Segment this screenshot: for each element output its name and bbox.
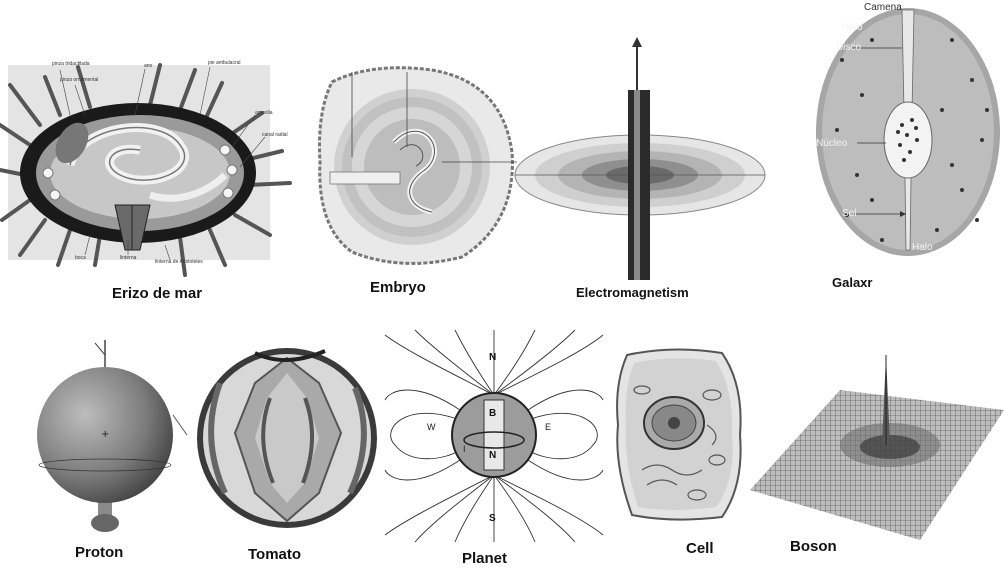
galaxy-label-halo-top: Halo	[842, 22, 863, 33]
urchin-label-canal-radial: canal radial	[262, 132, 288, 138]
electromagnetism-drawing	[510, 35, 770, 285]
urchin-label-pinza-tridactilada: pinza tridactilada	[52, 61, 90, 67]
galaxy-label-sun: Sol	[842, 208, 856, 219]
urchin-label-linterna-aristoteles: linterna de Aristoteles	[155, 259, 203, 265]
planet-label-east: E	[545, 422, 551, 432]
embryo-figure	[312, 62, 517, 267]
sea-urchin-drawing	[0, 55, 300, 280]
proton-figure: +	[25, 335, 190, 535]
boson-figure	[750, 345, 1004, 545]
galaxy-label-corona: Camena	[864, 2, 902, 13]
caption-sea-urchin: Erizo de mar	[112, 285, 202, 302]
caption-electromagnetism: Electromagnetism	[576, 285, 689, 300]
urchin-label-ampolla: ampolla	[255, 110, 273, 116]
cell-figure	[612, 345, 747, 523]
urchin-label-linterna: linterna	[120, 255, 136, 261]
planet-label-core-n: N	[489, 450, 496, 461]
urchin-label-pinza-ornamental: pinza ornamental	[60, 77, 98, 83]
caption-proton: Proton	[75, 544, 123, 561]
caption-embryo: Embryo	[370, 279, 426, 296]
boson-drawing	[750, 345, 1004, 545]
galaxy-label-disk: Disco	[836, 42, 861, 53]
galaxy-drawing	[812, 0, 1004, 262]
tomato-figure	[195, 343, 380, 533]
caption-boson: Boson	[790, 538, 837, 555]
proton-drawing: +	[25, 335, 190, 535]
planet-label-north: N	[489, 352, 496, 363]
sea-urchin-figure: pinza tridactilada pinza ornamental ano …	[0, 55, 300, 280]
embryo-drawing	[312, 62, 517, 267]
urchin-label-ano: ano	[144, 63, 152, 69]
planet-label-west: W	[427, 422, 436, 432]
planet-label-core-i: I	[463, 444, 466, 454]
galaxy-label-halo-bottom: Halo	[912, 242, 933, 253]
tomato-drawing	[195, 343, 380, 533]
caption-planet: Planet	[462, 550, 507, 567]
caption-galaxy: Galaxr	[832, 275, 872, 290]
electromagnetism-figure	[510, 35, 770, 285]
planet-figure: N S W E B N I	[385, 330, 603, 545]
galaxy-label-nucleus: Núcleo	[816, 138, 847, 149]
cell-drawing	[612, 345, 747, 523]
galaxy-figure: Camena Halo Disco Núcleo Sol Halo	[812, 0, 1004, 262]
caption-tomato: Tomato	[248, 546, 301, 563]
planet-label-core-b: B	[489, 408, 496, 419]
urchin-label-pie-ambulacral: pie ambulacral	[208, 60, 241, 66]
urchin-label-boca: boca	[75, 255, 86, 261]
svg-text:+: +	[101, 429, 109, 440]
planet-label-south: S	[489, 513, 496, 524]
caption-cell: Cell	[686, 540, 714, 557]
